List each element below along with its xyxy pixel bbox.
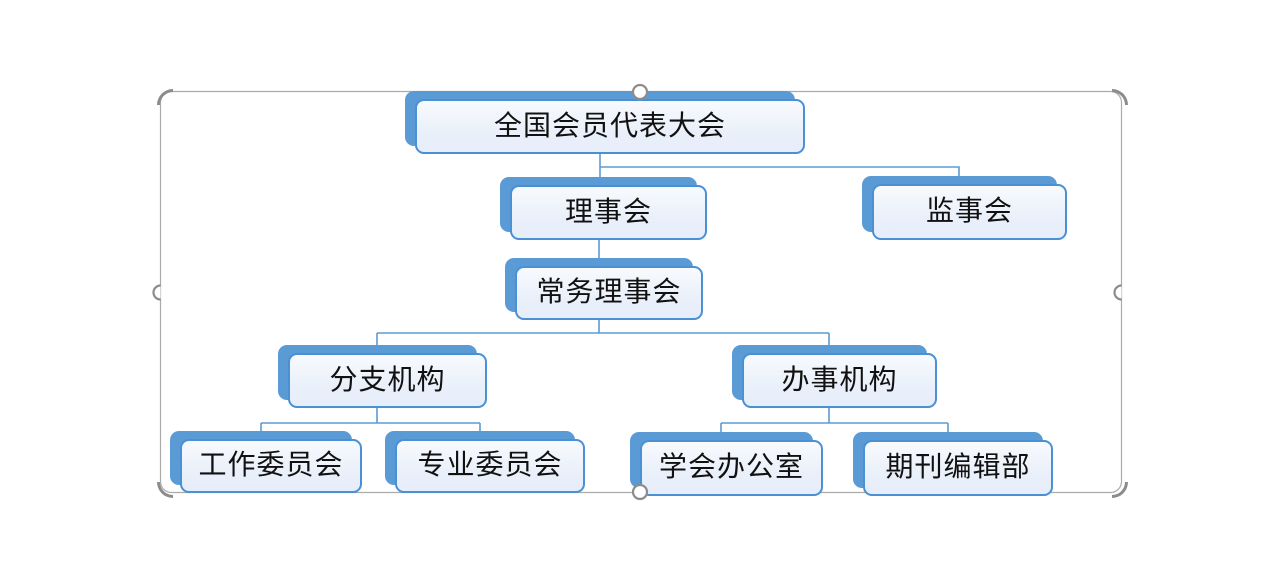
org-node-branch-organs[interactable]: 分支机构 <box>278 345 487 408</box>
org-node-admin-organs[interactable]: 办事机构 <box>732 345 937 408</box>
node-label: 理事会 <box>564 196 652 228</box>
node-label: 办事机构 <box>781 364 898 396</box>
org-node-journal-editorial[interactable]: 期刊编辑部 <box>853 432 1053 496</box>
node-box: 分支机构 <box>288 353 487 408</box>
node-box: 办事机构 <box>742 353 937 408</box>
node-box: 学会办公室 <box>640 440 823 496</box>
org-node-professional-committee[interactable]: 专业委员会 <box>385 431 585 493</box>
node-label: 专业委员会 <box>417 450 563 481</box>
node-box: 专业委员会 <box>395 439 585 493</box>
org-node-council[interactable]: 理事会 <box>500 177 707 240</box>
org-node-supervisory-board[interactable]: 监事会 <box>862 176 1067 240</box>
node-label: 监事会 <box>925 196 1013 227</box>
node-box: 监事会 <box>872 184 1067 240</box>
node-box: 理事会 <box>510 185 707 240</box>
org-node-work-committee[interactable]: 工作委员会 <box>170 431 362 493</box>
node-box: 工作委员会 <box>180 439 362 493</box>
node-label: 期刊编辑部 <box>885 452 1031 483</box>
node-label: 工作委员会 <box>198 450 344 481</box>
node-label: 学会办公室 <box>658 452 804 483</box>
node-box: 全国会员代表大会 <box>415 99 805 154</box>
node-label: 常务理事会 <box>536 277 682 308</box>
org-node-society-office[interactable]: 学会办公室 <box>630 432 823 496</box>
node-label: 全国会员代表大会 <box>493 110 726 142</box>
org-node-standing-council[interactable]: 常务理事会 <box>505 258 703 320</box>
node-label: 分支机构 <box>329 364 446 396</box>
node-box: 常务理事会 <box>515 266 703 320</box>
org-node-national-congress[interactable]: 全国会员代表大会 <box>405 91 805 154</box>
node-box: 期刊编辑部 <box>863 440 1053 496</box>
